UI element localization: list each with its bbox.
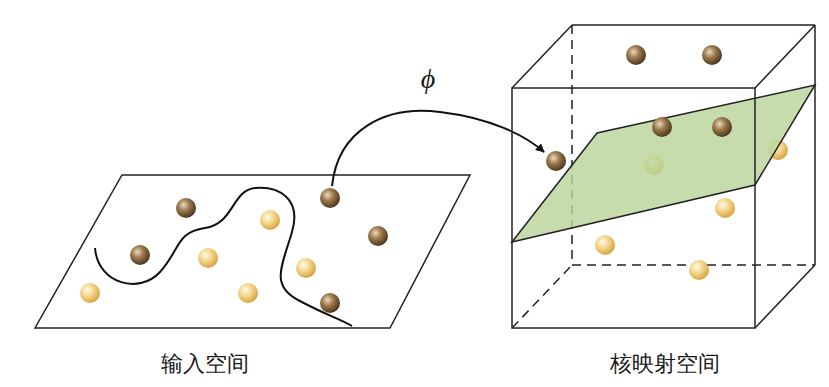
space-caption: 核映射空间: [610, 352, 720, 376]
yellow-point: [198, 248, 218, 268]
yellow-point: [260, 210, 280, 230]
yellow-point: [689, 260, 709, 280]
yellow-point: [296, 258, 316, 278]
kernel-points-upper: [546, 45, 732, 171]
brown-point: [712, 117, 732, 137]
yellow-point: [715, 198, 735, 218]
brown-point: [368, 226, 388, 246]
brown-point: [320, 188, 340, 208]
yellow-point: [595, 235, 615, 255]
decision-curve: [95, 188, 352, 326]
input-points: [80, 188, 388, 313]
cube-hidden-edges: [512, 25, 815, 328]
brown-point: [130, 245, 150, 265]
yellow-point: [80, 283, 100, 303]
brown-point: [176, 198, 196, 218]
separating-hyperplane: [512, 85, 815, 242]
yellow-point: [238, 283, 258, 303]
brown-point: [702, 45, 722, 65]
brown-point: [320, 293, 340, 313]
mapping-symbol: ϕ: [421, 64, 436, 95]
input-plane: [35, 175, 470, 328]
brown-point: [546, 151, 566, 171]
brown-point: [626, 45, 646, 65]
brown-point: [652, 117, 672, 137]
cube-edges: [512, 25, 815, 328]
space-caption: 输入空间: [161, 352, 249, 376]
